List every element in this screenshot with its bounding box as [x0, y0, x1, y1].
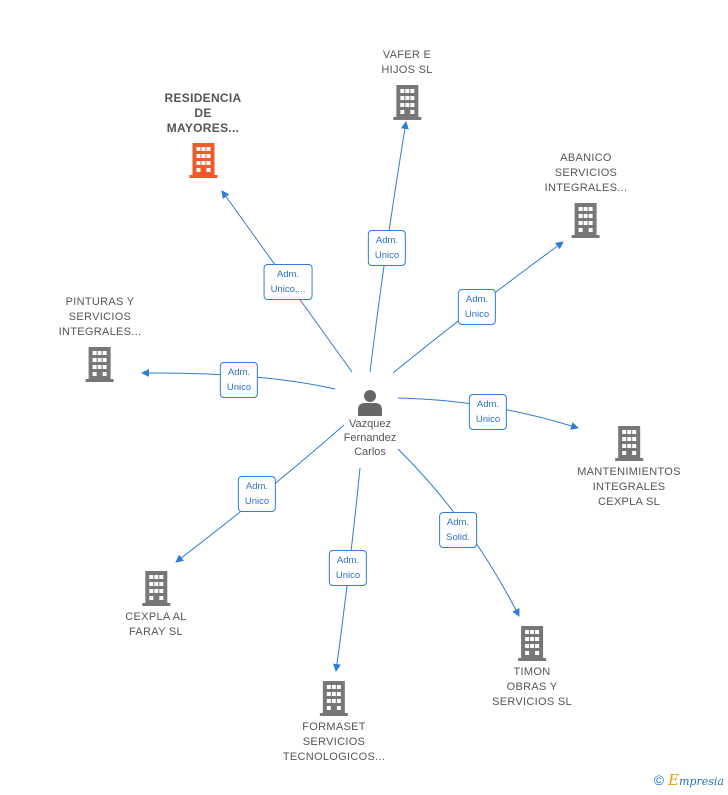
relation-label-timon[interactable]: Adm. Solid. — [439, 512, 477, 548]
person-name: Vazquez Fernandez Carlos — [343, 418, 397, 458]
building-icon — [517, 626, 546, 661]
building-icon — [188, 143, 217, 178]
company-name-cexpla-faray: CEXPLA AL FARAY SL — [125, 611, 187, 638]
empresia-logo[interactable]: Empresia — [668, 771, 724, 789]
company-name-abanico: ABANICO SERVICIOS INTEGRALES... — [544, 152, 628, 194]
company-name-residencia: RESIDENCIA DE MAYORES... — [164, 91, 242, 135]
relation-label-vafer[interactable]: Adm. Unico — [367, 230, 407, 266]
company-node-cexpla-faray[interactable]: CEXPLA AL FARAY SL — [125, 570, 186, 640]
company-node-vafer[interactable]: VAFER E HIJOS SL — [381, 48, 432, 120]
relation-label-cexpla-faray[interactable]: Adm. Unico — [237, 476, 277, 512]
company-node-abanico[interactable]: ABANICO SERVICIOS INTEGRALES... — [545, 151, 628, 238]
building-icon — [142, 571, 170, 606]
company-node-formaset[interactable]: FORMASET SERVICIOS TECNOLOGICOS... — [283, 680, 385, 765]
person-icon — [358, 390, 382, 416]
building-icon — [85, 347, 114, 382]
company-name-formaset: FORMASET SERVICIOS TECNOLOGICOS... — [282, 721, 386, 763]
company-node-pinturas[interactable]: PINTURAS Y SERVICIOS INTEGRALES... — [59, 295, 142, 382]
relation-label-mantenimientos[interactable]: Adm. Unico — [468, 394, 508, 430]
company-node-mantenimientos[interactable]: MANTENIMIENTOS INTEGRALES CEXPLA SL — [577, 425, 681, 510]
company-name-timon: TIMON OBRAS Y SERVICIOS SL — [492, 666, 572, 708]
building-icon — [615, 426, 643, 461]
copyright-icon: © — [653, 772, 665, 788]
logo-initial: E — [668, 771, 680, 789]
relation-label-formaset[interactable]: Adm. Unico — [328, 550, 368, 586]
footer-branding: © Empresia — [654, 771, 724, 789]
logo-text: mpresia — [679, 775, 724, 788]
company-name-vafer: VAFER E HIJOS SL — [381, 49, 433, 76]
company-name-pinturas: PINTURAS Y SERVICIOS INTEGRALES... — [58, 296, 142, 338]
center-person-node[interactable]: Vazquez Fernandez Carlos — [340, 387, 400, 459]
building-icon — [571, 203, 600, 238]
building-icon — [393, 85, 421, 120]
company-node-residencia[interactable]: RESIDENCIA DE MAYORES... — [164, 91, 241, 178]
relation-label-abanico[interactable]: Adm. Unico — [457, 289, 497, 325]
building-icon — [319, 681, 348, 716]
relation-label-pinturas[interactable]: Adm. Unico — [219, 362, 259, 398]
relation-label-residencia[interactable]: Adm. Unico,... — [263, 264, 313, 300]
company-name-mantenimientos: MANTENIMIENTOS INTEGRALES CEXPLA SL — [577, 466, 681, 508]
company-node-timon[interactable]: TIMON OBRAS Y SERVICIOS SL — [492, 625, 572, 710]
